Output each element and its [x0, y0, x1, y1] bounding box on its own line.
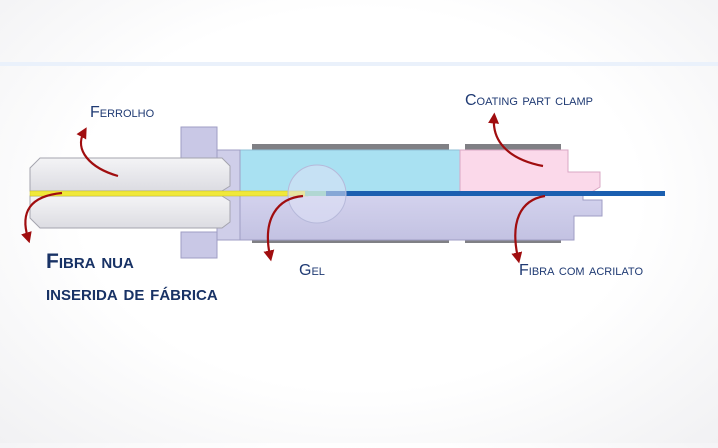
ferrule-flange-bottom [180, 231, 218, 259]
arrow-fibra-acrilato [511, 194, 546, 264]
ferrule-flange-top [180, 126, 218, 161]
ferrule-bottom [29, 195, 231, 229]
label-coating-part-clamp: Coating part clamp [465, 92, 594, 109]
arrow-coating-clamp [488, 112, 544, 168]
label-gel: Gel [299, 262, 325, 279]
top-pad-right [465, 144, 561, 150]
gel-drop [287, 164, 347, 224]
gel-chamber [239, 149, 461, 194]
ferrule-top [29, 157, 231, 192]
coating-clamp [459, 149, 601, 194]
label-ferrolho: Ferrolho [90, 104, 155, 121]
arrow-fibra-nua [21, 191, 63, 244]
coated-fiber [326, 191, 665, 196]
background-band [0, 62, 718, 66]
label-fibra-nua: Fibra nua [46, 250, 134, 273]
label-inserida-de-fabrica: inserida de fábrica [46, 282, 218, 305]
top-pad-left [252, 144, 449, 150]
label-fibra-com-acrilato: Fibra com acrilato [519, 262, 643, 279]
arrow-ferrolho [76, 127, 119, 178]
bare-fiber [29, 190, 309, 197]
arrow-gel [263, 194, 304, 262]
